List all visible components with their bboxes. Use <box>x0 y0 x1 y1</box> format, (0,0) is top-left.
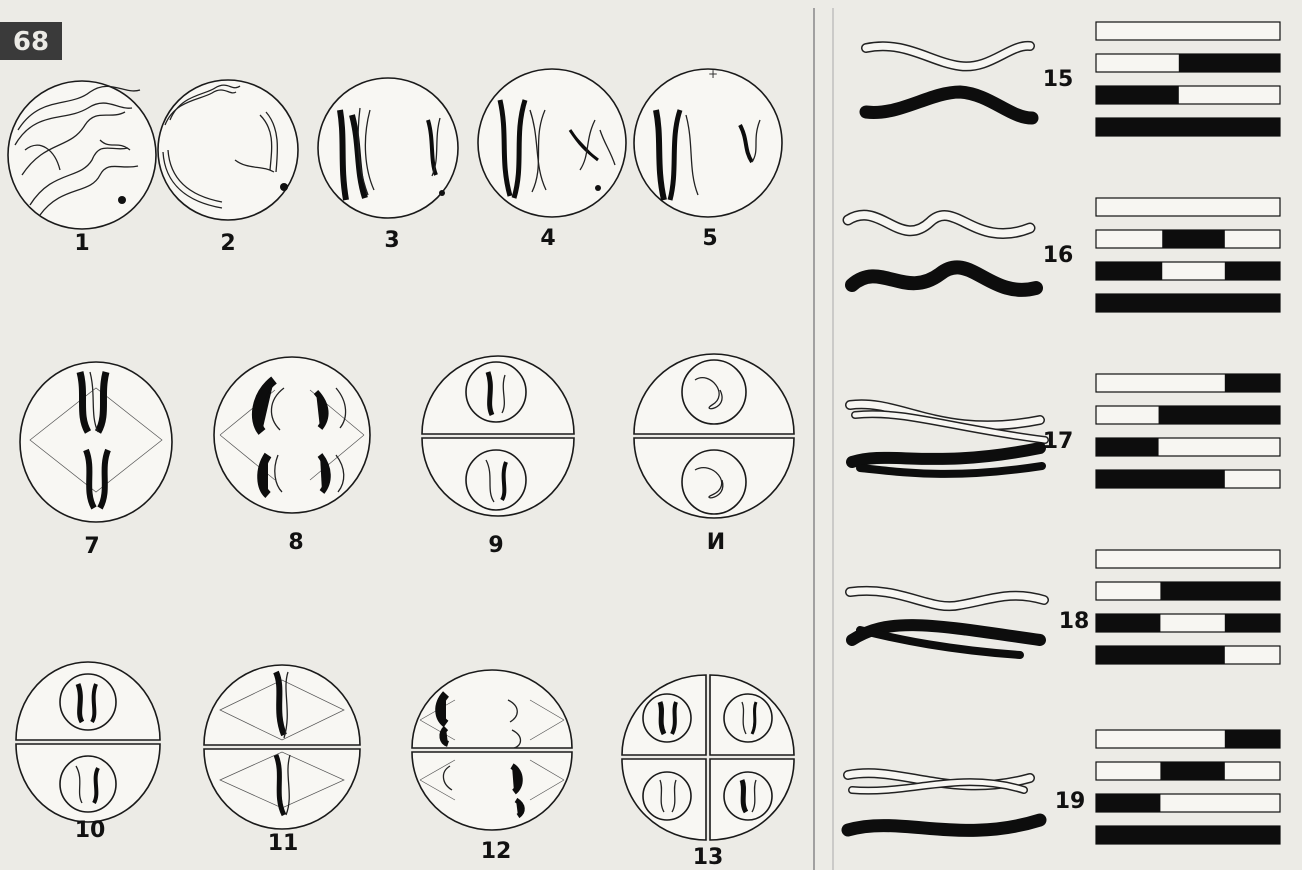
chromatid-bar-dark-segment <box>1096 646 1225 664</box>
chromatid-bar-dark-segment <box>1160 582 1280 600</box>
cell-label: 9 <box>488 533 503 558</box>
cell-5: + <box>634 67 782 217</box>
chromatid-bar-dark-segment <box>1179 54 1280 72</box>
cell-1 <box>8 81 156 229</box>
cell-label: 13 <box>693 845 724 870</box>
chromatid-bar-dark-segment <box>1225 730 1280 748</box>
homolog-pair-16 <box>848 215 1036 290</box>
chromatid-bar-dark-segment <box>1096 86 1179 104</box>
chromatid-bar-dark-segment <box>1160 762 1224 780</box>
homolog-pair-15 <box>866 46 1032 118</box>
cell-label: 2 <box>220 231 235 256</box>
plate-number-badge: 68 <box>0 22 62 60</box>
chromatid-bar-dark-segment <box>1225 262 1280 280</box>
chromatid-bar-dark-segment <box>1225 374 1280 392</box>
chromatid-bar-dark-segment <box>1096 794 1160 812</box>
cell-label: 5 <box>702 226 717 251</box>
chromatid-bar-dark-segment <box>1159 406 1280 424</box>
pair-label: 18 <box>1059 609 1090 634</box>
chromatid-bars <box>1096 22 1280 844</box>
cell-label: И <box>707 530 725 555</box>
cell-7 <box>20 362 172 522</box>
pair-label: 16 <box>1043 243 1074 268</box>
cell-9 <box>422 356 574 516</box>
cell-11 <box>204 665 360 829</box>
cell-2 <box>158 80 298 220</box>
cell-10 <box>16 662 160 822</box>
cell-10-telophase <box>634 354 794 518</box>
chromatid-bar <box>1096 22 1280 40</box>
cell-label: 4 <box>540 226 555 251</box>
pair-label: 15 <box>1043 67 1074 92</box>
cell-label: 7 <box>84 534 99 559</box>
chromatid-bar-dark-segment <box>1096 470 1225 488</box>
svg-text:+: + <box>708 67 718 81</box>
plate-number: 68 <box>13 27 49 57</box>
pair-label: 19 <box>1055 789 1086 814</box>
cell-12 <box>412 670 572 830</box>
cell-4 <box>478 69 626 217</box>
homolog-pair-19 <box>848 773 1040 830</box>
chromatid-bar-dark-segment <box>1096 118 1280 136</box>
chromatid-bar-dark-segment <box>1225 614 1280 632</box>
chromatid-bar-dark-segment <box>1096 438 1159 456</box>
cell-8 <box>214 357 370 513</box>
cell-label: 12 <box>481 839 512 864</box>
homolog-pair-18 <box>850 591 1044 655</box>
chromatid-bar <box>1096 198 1280 216</box>
homolog-pair-17 <box>850 404 1045 474</box>
cell-label: 1 <box>74 231 89 256</box>
chromatid-bar-dark-segment <box>1096 614 1160 632</box>
chromatid-bar-dark-segment <box>1096 262 1162 280</box>
cell-label: 10 <box>75 818 106 843</box>
chromatid-bar-dark-segment <box>1162 230 1225 248</box>
chromatid-bar-dark-segment <box>1096 826 1280 844</box>
cell-13 <box>622 675 794 840</box>
cell-3 <box>318 78 458 218</box>
cell-label: 11 <box>268 831 299 856</box>
cell-label: 3 <box>384 228 399 253</box>
chromatid-bar-dark-segment <box>1096 294 1280 312</box>
cell-label: 8 <box>288 530 303 555</box>
chromatid-bar <box>1096 550 1280 568</box>
pair-label: 17 <box>1043 429 1074 454</box>
